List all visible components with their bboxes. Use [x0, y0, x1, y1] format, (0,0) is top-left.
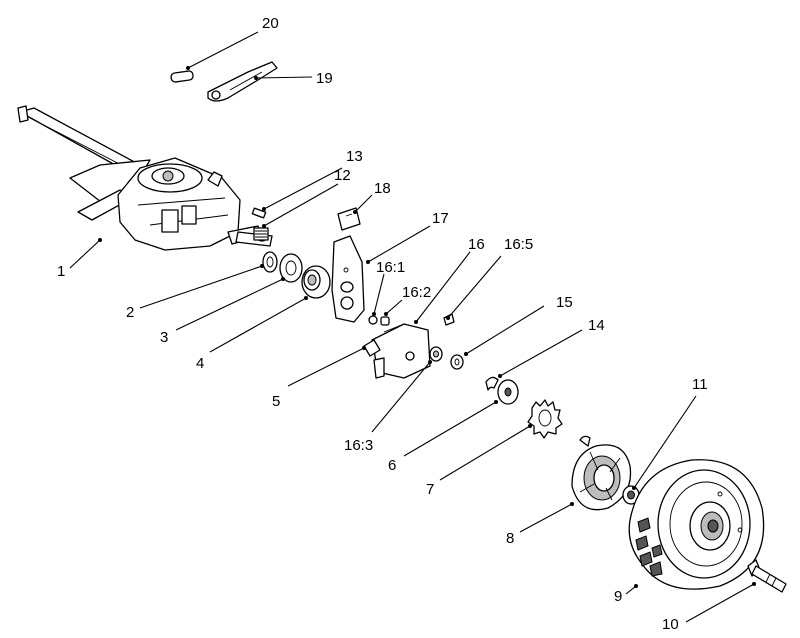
callout-10: 10	[662, 616, 679, 633]
part-6-washer	[497, 379, 519, 405]
part-14-clip	[485, 376, 499, 391]
callout-labels: 20 19 1 13 12 18 17 16 16:5 16:1 16:2 2 …	[57, 15, 708, 633]
callout-18: 18	[374, 180, 391, 197]
part-4-bushing	[301, 265, 331, 299]
part-19-lever	[207, 61, 278, 102]
callout-16-5: 16:5	[504, 236, 533, 253]
part-9-wheel	[628, 459, 765, 590]
callout-1: 1	[57, 263, 65, 280]
callout-14: 14	[588, 317, 605, 334]
part-8-wheel-cover	[571, 435, 632, 511]
callout-9: 9	[614, 588, 622, 605]
callout-17: 17	[432, 210, 449, 227]
leader-lines	[69, 31, 756, 623]
callout-2: 2	[126, 304, 134, 321]
callout-16: 16	[468, 236, 485, 253]
part-20-pin	[170, 70, 194, 83]
callout-20: 20	[262, 15, 279, 32]
part-10-bolt	[747, 559, 787, 593]
callout-5: 5	[272, 393, 280, 410]
callout-13: 13	[346, 148, 363, 165]
callout-7: 7	[426, 481, 434, 498]
part-3-washer	[279, 253, 303, 283]
callout-8: 8	[506, 530, 514, 547]
part-17-plate	[331, 235, 365, 323]
callout-4: 4	[196, 355, 204, 372]
callout-16-1: 16:1	[376, 259, 405, 276]
callout-15: 15	[556, 294, 573, 311]
part-16-1	[368, 315, 378, 325]
callout-16-2: 16:2	[402, 284, 431, 301]
part-2-washer	[262, 251, 278, 273]
part-13-key	[251, 207, 267, 219]
part-15-washer	[450, 354, 464, 370]
part-16-bracket	[363, 323, 431, 379]
callout-6: 6	[388, 457, 396, 474]
part-16-3	[429, 346, 443, 362]
part-12-spring	[253, 227, 269, 241]
callout-19: 19	[316, 70, 333, 87]
callout-16-3: 16:3	[344, 437, 373, 454]
part-1-gearbox-assembly	[17, 105, 273, 251]
callout-12: 12	[334, 167, 351, 184]
callout-3: 3	[160, 329, 168, 346]
part-7-pinion-gear	[527, 399, 563, 439]
callout-11: 11	[692, 376, 708, 393]
part-16-2	[380, 316, 390, 326]
